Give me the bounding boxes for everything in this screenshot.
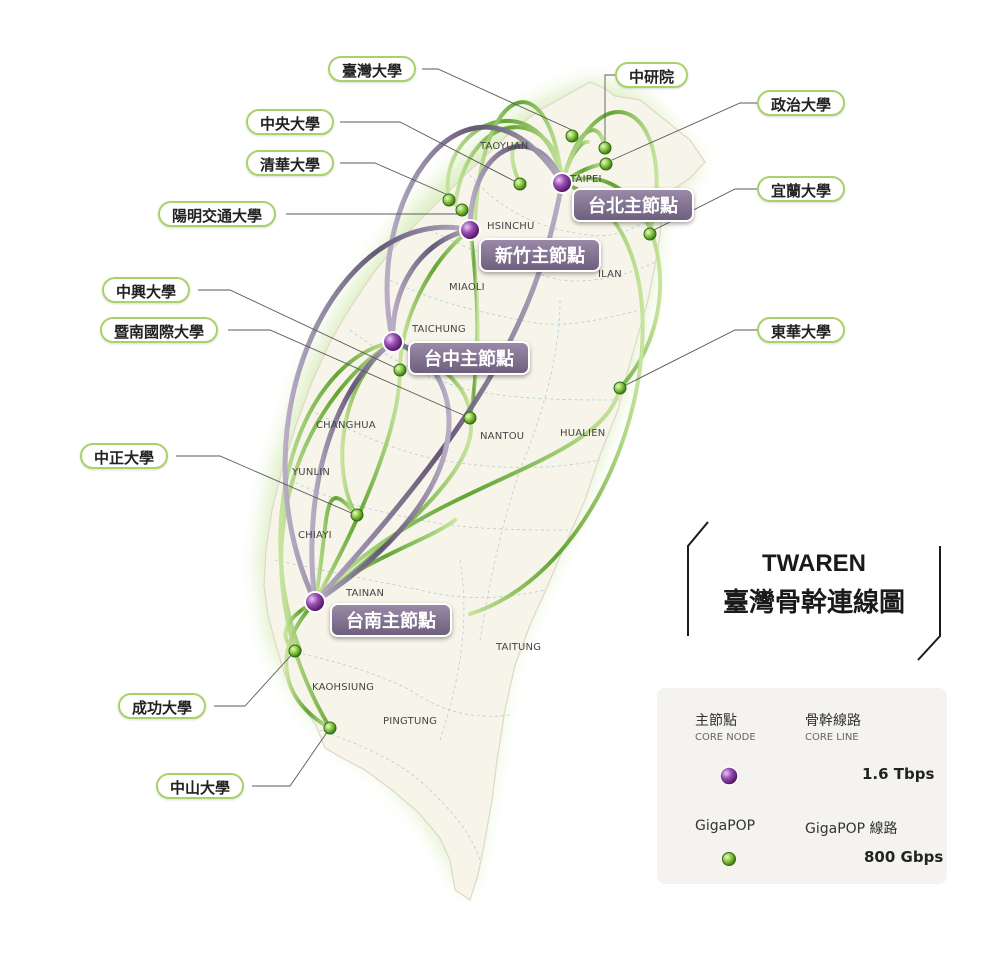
core-nodes <box>304 172 573 613</box>
city-hsinchu: HSINCHU <box>487 221 535 232</box>
legend-core-node-zh: 主節點 <box>695 713 737 729</box>
label-ncku[interactable]: 成功大學 <box>118 693 207 719</box>
gigapop-node-ncku[interactable] <box>288 644 302 658</box>
legend-core-node-icon <box>719 766 739 786</box>
city-tainan: TAINAN <box>346 588 385 599</box>
legend-gigapop-line: GigaPOP 線路 <box>805 821 898 837</box>
label-nthu[interactable]: 清華大學 <box>246 150 335 176</box>
gigapop-node-ncu[interactable] <box>513 177 527 191</box>
legend-core-line-speed: 1.6 Tbps <box>862 765 935 783</box>
taiwan-island <box>263 81 706 901</box>
legend-core-line-icon <box>803 773 861 779</box>
legend-core-node-en: CORE NODE <box>695 732 756 743</box>
gigapop-node-sinica[interactable] <box>598 141 612 155</box>
gigapop-node-ncnu[interactable] <box>463 411 477 425</box>
legend-gigapop: GigaPOP <box>695 818 756 834</box>
county-boundaries <box>274 174 663 861</box>
core-label-tainan[interactable]: 台南主節點 <box>330 603 452 637</box>
core-node-tainan[interactable] <box>304 591 326 613</box>
city-nantou: NANTOU <box>480 431 525 442</box>
city-kaohsiung: KAOHSIUNG <box>312 682 375 693</box>
title-brackets <box>687 521 941 661</box>
city-miaoli: MIAOLI <box>449 282 485 293</box>
city-changhua: CHANGHUA <box>316 420 376 431</box>
core-label-taichung[interactable]: 台中主節點 <box>408 341 530 375</box>
city-chiayi: CHIAYI <box>298 530 332 541</box>
label-ntu[interactable]: 臺灣大學 <box>328 56 417 82</box>
legend: 主節點 CORE NODE 骨幹線路 CORE LINE 1.6 Tbps Gi… <box>657 688 947 884</box>
legend-gigapop-line-icon <box>803 857 861 861</box>
map-title: TWAREN 臺灣骨幹連線圖 <box>686 520 942 660</box>
legend-gigapop-speed: 800 Gbps <box>864 848 944 866</box>
gigapop-node-ntu[interactable] <box>565 129 579 143</box>
title-line1: TWAREN <box>762 550 866 577</box>
city-taipei: TAIPEI <box>570 174 602 185</box>
label-ccu[interactable]: 中正大學 <box>80 443 169 469</box>
label-niu[interactable]: 宜蘭大學 <box>757 176 846 202</box>
title-line2: 臺灣骨幹連線圖 <box>722 588 905 618</box>
city-ilan: ILAN <box>598 269 622 280</box>
label-ndhu[interactable]: 東華大學 <box>757 317 846 343</box>
city-taitung: TAITUNG <box>496 642 542 653</box>
core-label-hsinchu[interactable]: 新竹主節點 <box>479 238 601 272</box>
core-node-taichung[interactable] <box>382 331 404 353</box>
gigapop-node-nccu[interactable] <box>599 157 613 171</box>
label-nsysu[interactable]: 中山大學 <box>156 773 245 799</box>
gigapop-nodes <box>288 129 657 735</box>
label-sinica[interactable]: 中研院 <box>615 62 689 88</box>
core-label-taipei[interactable]: 台北主節點 <box>572 188 694 222</box>
gigapop-node-nthu[interactable] <box>442 193 456 207</box>
leader-lines <box>176 68 757 787</box>
gigapop-node-ndhu[interactable] <box>613 381 627 395</box>
gigapop-node-nycu[interactable] <box>455 203 469 217</box>
city-taoyuan: TAOYUAN <box>480 141 529 152</box>
label-nchu[interactable]: 中興大學 <box>102 277 191 303</box>
gigapop-node-nchu[interactable] <box>393 363 407 377</box>
core-node-taipei[interactable] <box>551 172 573 194</box>
label-nccu[interactable]: 政治大學 <box>757 90 846 116</box>
gigapop-node-nsysu[interactable] <box>323 721 337 735</box>
city-pingtung: PINGTUNG <box>383 716 438 727</box>
legend-core-line-en: CORE LINE <box>805 732 859 743</box>
legend-gigapop-icon <box>722 852 736 866</box>
legend-core-line-zh: 骨幹線路 <box>805 713 861 729</box>
gigapop-node-ccu[interactable] <box>350 508 364 522</box>
city-hualien: HUALIEN <box>560 428 606 439</box>
gigapop-node-niu[interactable] <box>643 227 657 241</box>
label-nycu[interactable]: 陽明交通大學 <box>158 201 277 227</box>
city-taichung: TAICHUNG <box>412 324 466 335</box>
city-yunlin: YUNLIN <box>292 467 331 478</box>
label-ncnu[interactable]: 暨南國際大學 <box>100 317 219 343</box>
label-ncu[interactable]: 中央大學 <box>246 109 335 135</box>
core-node-hsinchu[interactable] <box>459 219 481 241</box>
